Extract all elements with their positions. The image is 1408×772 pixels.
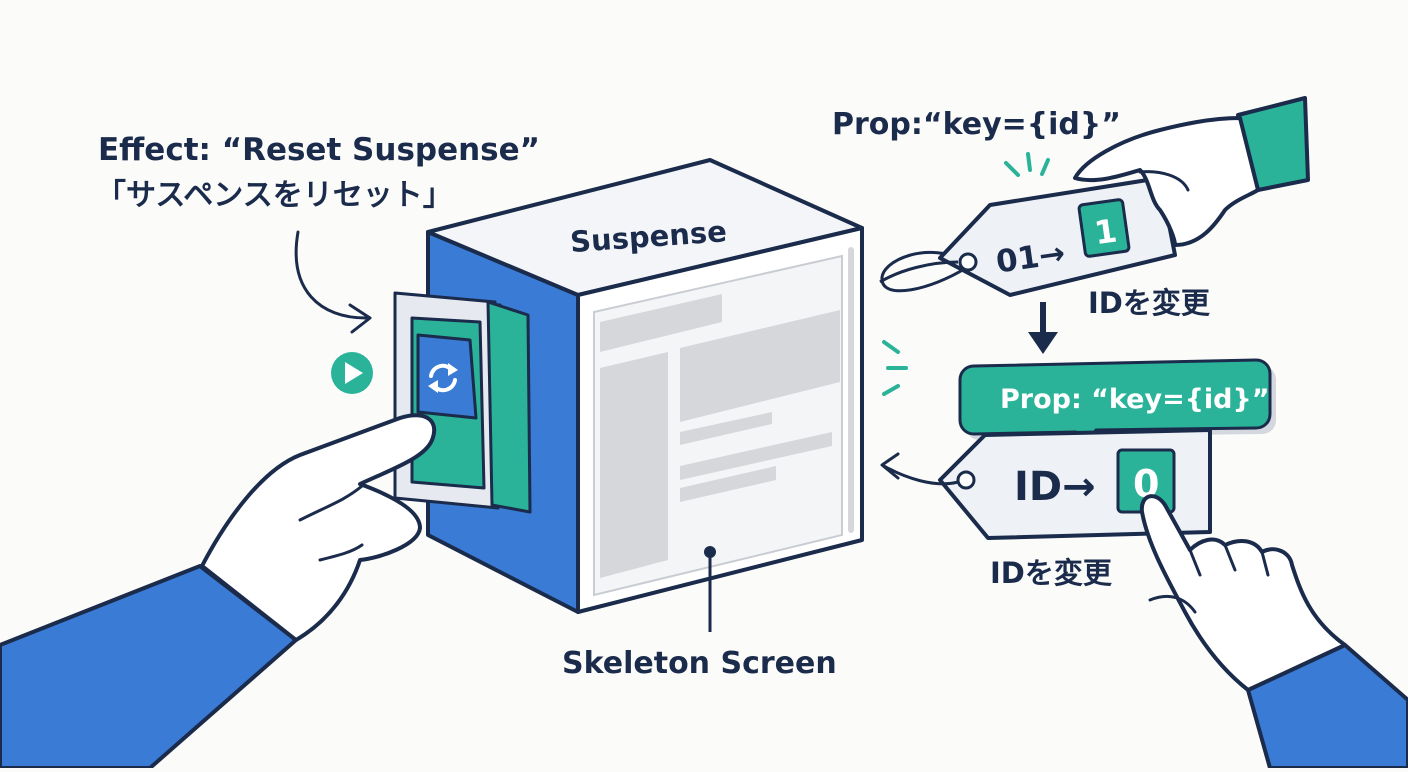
cube-to-tag-line [879, 260, 959, 284]
play-icon [331, 352, 373, 394]
skeleton-screen-panel [593, 247, 854, 597]
effect-jp-label: 「サスペンスをリセット」 [96, 178, 453, 213]
sparkle-top [1004, 152, 1050, 177]
reset-button[interactable] [393, 291, 532, 514]
suspense-cube: Suspense [393, 158, 864, 614]
skeleton-screen-label: Skeleton Screen [562, 646, 837, 681]
tag-to-cube-arrowhead [880, 452, 900, 480]
skeleton-line [680, 412, 772, 445]
tag-top-digit-box [1077, 198, 1131, 258]
skeleton-bar [600, 294, 722, 352]
skeleton-sidebar [600, 352, 668, 578]
effect-title: Effect: “Reset Suspense” [98, 132, 540, 168]
bottom-right-hand [1139, 494, 1408, 770]
effect-curved-arrow [294, 230, 368, 320]
down-arrow-icon [1028, 302, 1058, 354]
top-right-hand [1073, 96, 1310, 247]
change-id-label-bottom: IDを変更 [990, 556, 1113, 590]
sparkle-cube [882, 340, 908, 396]
tag-bottom-text: ID→ [1014, 464, 1096, 510]
tag-top-digit: 1 [1092, 211, 1119, 252]
prop-bubble-text: Prop: “key={id}” [1000, 384, 1269, 415]
skeleton-line [680, 432, 832, 480]
effect-arrowhead [348, 303, 372, 334]
skeleton-line [680, 466, 776, 502]
left-hand [0, 413, 437, 770]
prop-label-top: Prop:“key={id}” [832, 107, 1121, 142]
id-tag-top: 01→ 1 [938, 176, 1177, 297]
change-id-label-top: IDを変更 [1088, 286, 1211, 320]
skeleton-image-block [680, 310, 840, 422]
tag-to-cube-arrow [882, 464, 960, 486]
refresh-icon [428, 363, 458, 393]
